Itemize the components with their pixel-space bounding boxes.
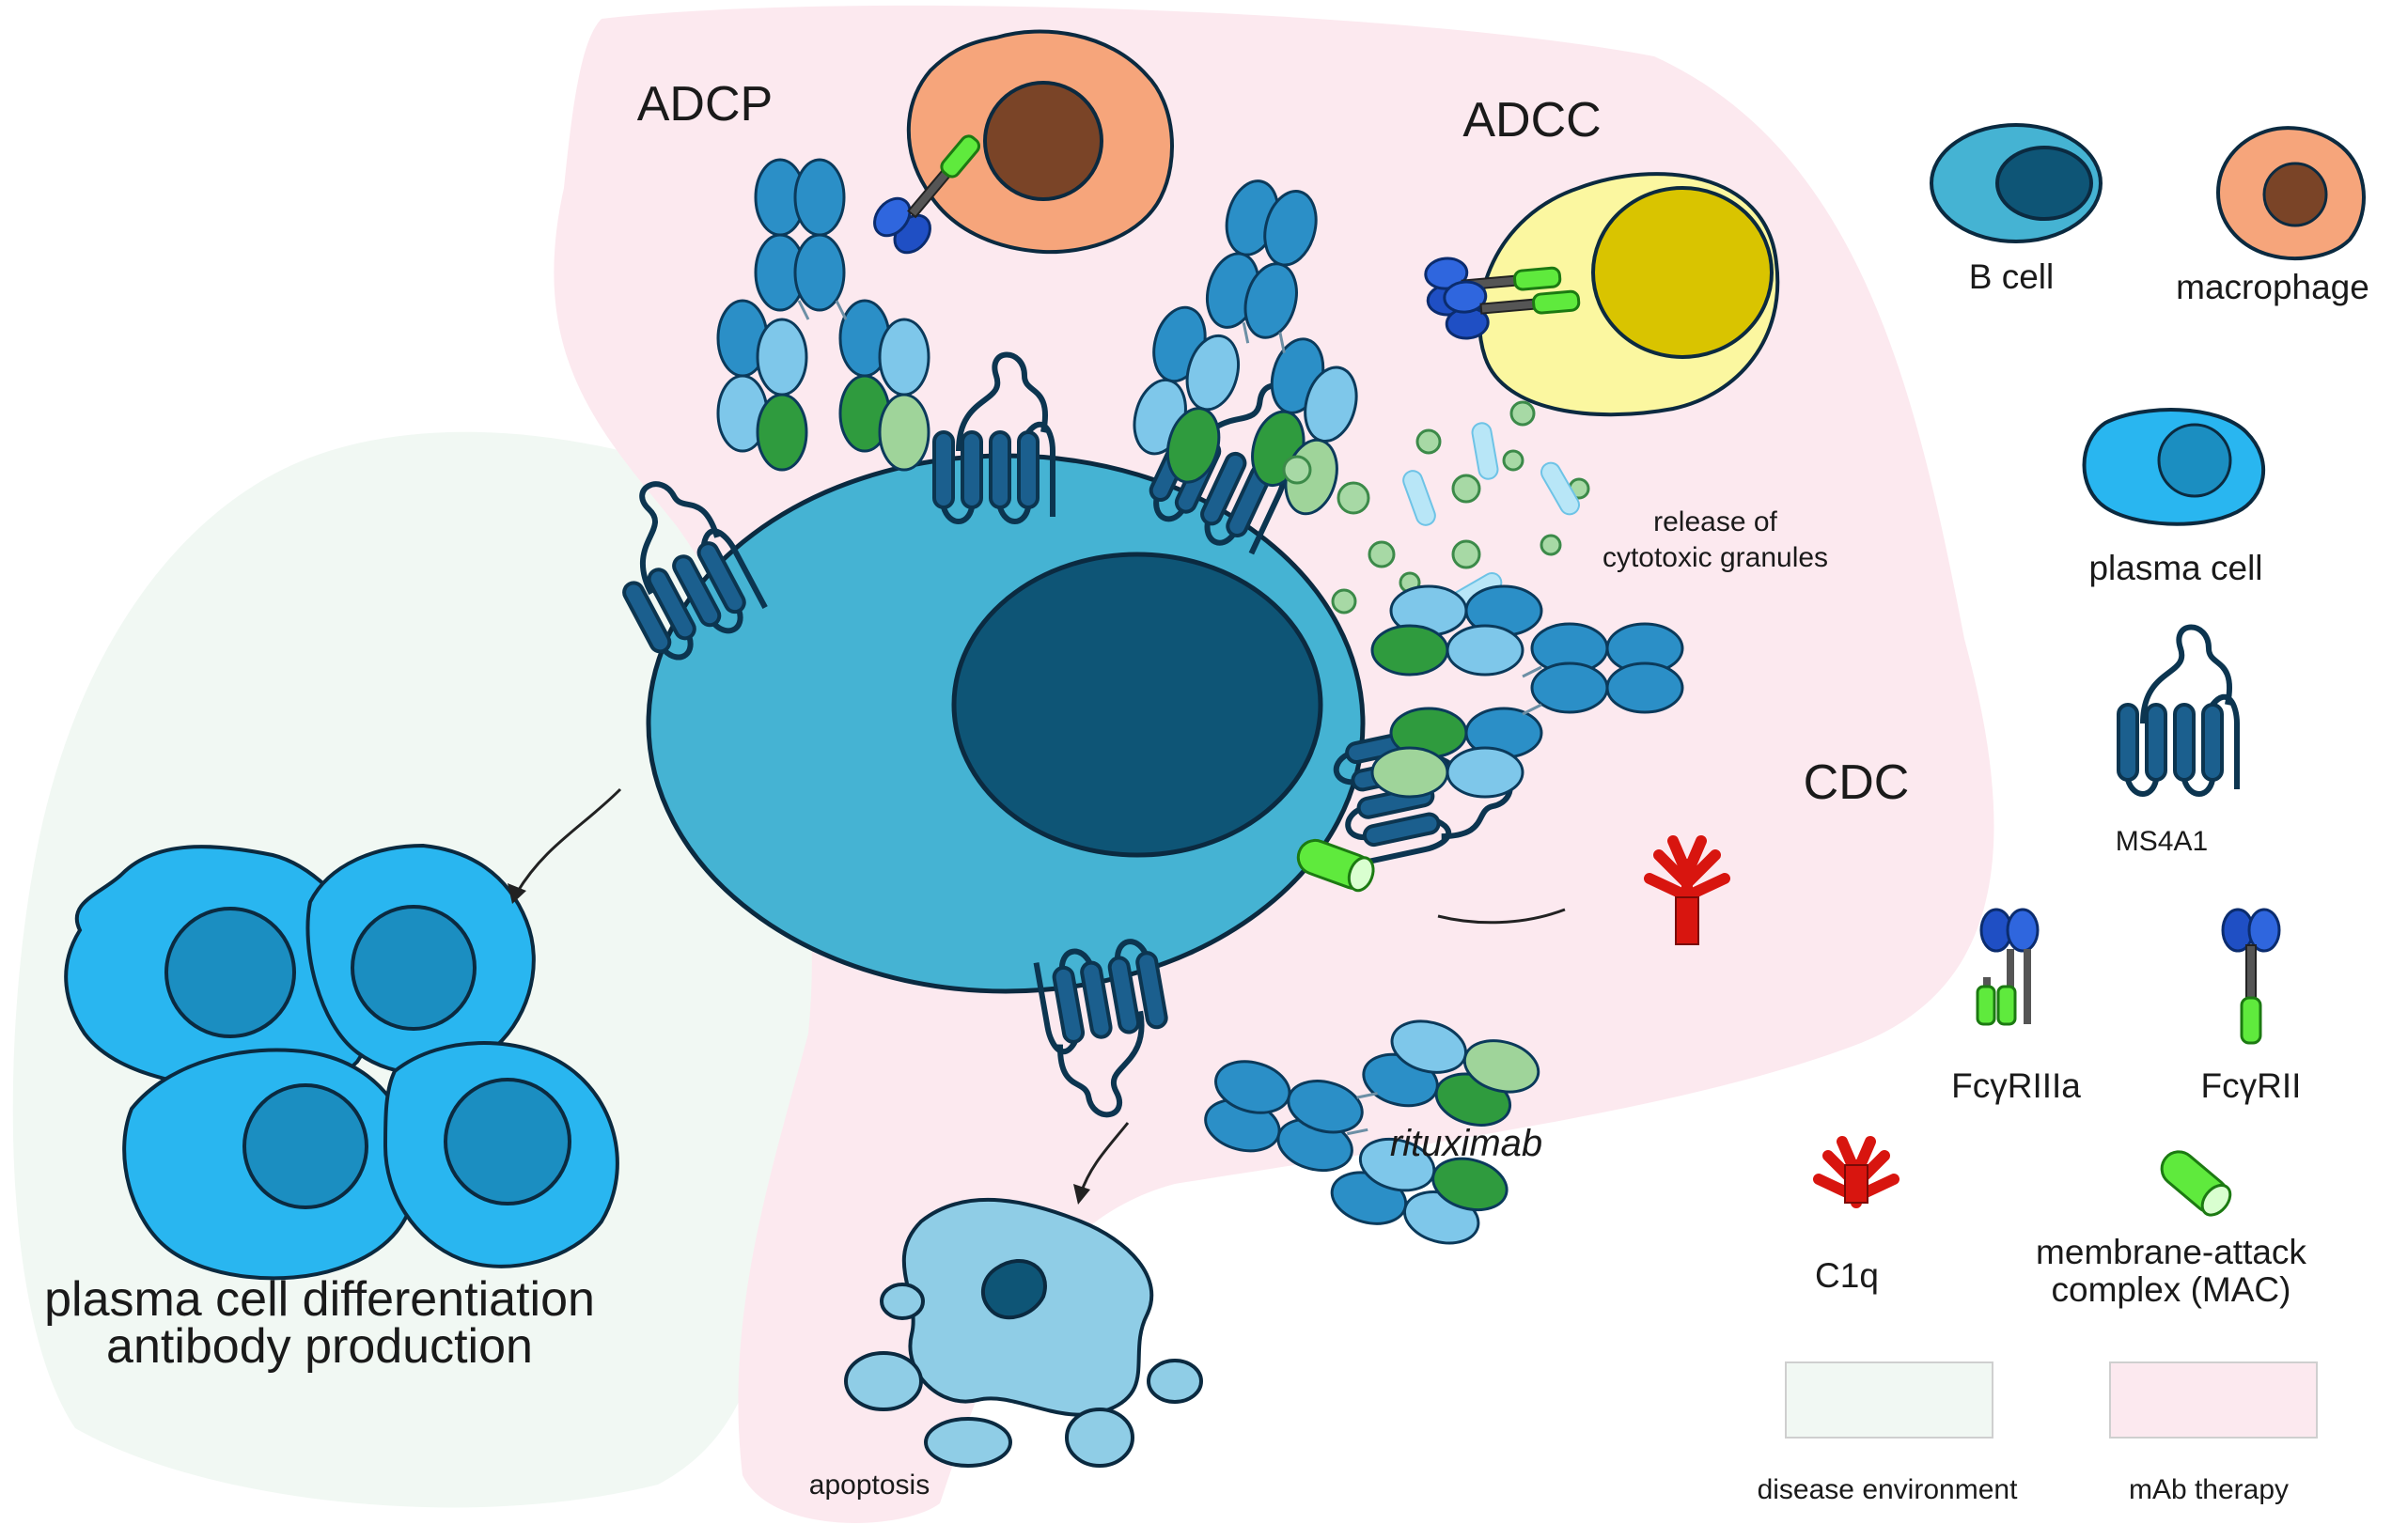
c1q-cdc [1644, 835, 1730, 945]
legend-mab-therapy-label: mAb therapy [2129, 1474, 2289, 1505]
legend-plasma-cell-icon [2082, 408, 2265, 526]
legend-c1q-label: C1q [1815, 1256, 1879, 1295]
legend-fcgr3a-icon [1976, 908, 2040, 1026]
legend-disease-environment-swatch [1785, 1361, 1993, 1439]
apoptotic-cell [844, 1197, 1203, 1468]
differentiation-label-line2: antibody production [106, 1319, 533, 1374]
legend-mab-therapy-swatch [2109, 1361, 2318, 1439]
legend-macrophage-label: macrophage [2176, 268, 2369, 306]
legend-mac-label-line1: membrane-attack [2036, 1233, 2306, 1271]
legend-fcgr2-label: FcγRII [2201, 1066, 2302, 1105]
cdc-arrow [1437, 908, 1566, 925]
legend: B cell macrophage plasma cell MS4A1 FcγR… [1758, 123, 2369, 1505]
adcp-macrophage [906, 29, 1174, 255]
rituximab-label: rituximab [1390, 1123, 1542, 1164]
legend-c1q-icon [1813, 1136, 1900, 1208]
legend-disease-environment-label: disease environment [1758, 1474, 2018, 1505]
plasma-cell-cluster [64, 843, 619, 1281]
differentiation-arrow [515, 787, 622, 894]
release-label-line1: release of [1653, 506, 1777, 537]
legend-plasma-cell-label: plasma cell [2088, 549, 2262, 587]
legend-fcgr2-icon [2221, 908, 2281, 1045]
release-label-line2: cytotoxic granules [1602, 542, 1828, 573]
cdc-label: CDC [1804, 755, 1910, 810]
legend-mac-icon [2160, 1150, 2232, 1217]
legend-fcgr3a-label: FcγRIIIa [1951, 1066, 2081, 1105]
apoptosis-arrow [1079, 1122, 1130, 1194]
adcp-label: ADCP [637, 77, 773, 132]
b-cell-nucleus [951, 552, 1323, 858]
adcc-nk-cell [1477, 172, 1780, 417]
adcc-label: ADCC [1462, 93, 1601, 148]
legend-ms4a1-icon [2118, 628, 2237, 795]
legend-mac-label-line2: complex (MAC) [2052, 1270, 2291, 1309]
mac-on-cell [1296, 838, 1375, 893]
legend-macrophage-icon [2215, 126, 2366, 260]
differentiation-label-line1: plasma cell differentiation [44, 1272, 595, 1327]
apoptosis-label: apoptosis [809, 1470, 930, 1501]
legend-ms4a1-label: MS4A1 [2116, 826, 2208, 857]
legend-b-cell-label: B cell [1969, 257, 2054, 296]
